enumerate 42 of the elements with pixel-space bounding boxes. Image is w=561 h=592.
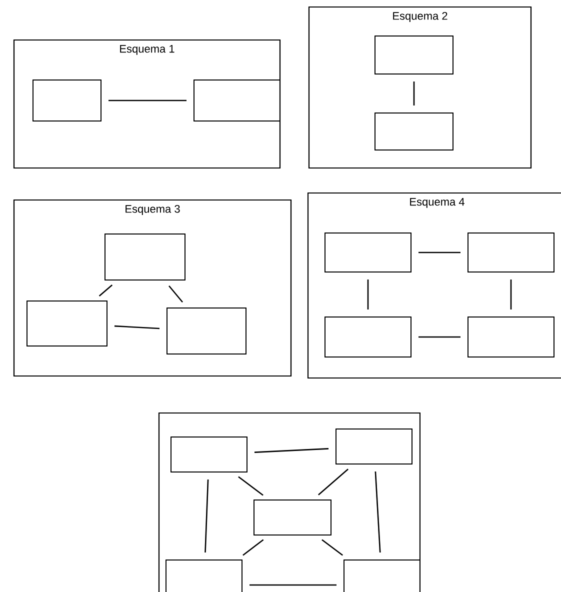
connector-line [418, 252, 460, 254]
connector-line [250, 584, 336, 586]
connector-line [418, 336, 460, 338]
connector-line [322, 539, 344, 556]
empty-box [166, 560, 242, 592]
empty-box [26, 300, 108, 346]
connector-line [254, 448, 329, 453]
connector-line [367, 280, 369, 310]
panel-title: Esquema 2 [393, 12, 448, 22]
connector-line [114, 325, 160, 330]
empty-box [324, 232, 412, 272]
empty-box [32, 80, 102, 122]
empty-box [468, 316, 554, 358]
connector-line [238, 476, 264, 496]
panel-frame [307, 192, 561, 379]
connector-line [318, 468, 348, 496]
empty-box [104, 234, 186, 280]
empty-box [468, 232, 554, 272]
connector-line [374, 471, 381, 553]
connector-line [98, 284, 113, 296]
panel-frame [308, 6, 532, 169]
panel-title: Esquema 1 [120, 45, 174, 55]
panel-frame [13, 39, 281, 169]
empty-box [324, 316, 412, 358]
connector-line [204, 479, 209, 553]
connector-line [510, 280, 512, 310]
panel-title: Esquema 3 [126, 205, 180, 215]
panel-frame [158, 412, 421, 592]
connector-line [168, 285, 183, 303]
empty-box [170, 436, 248, 472]
empty-box [344, 560, 420, 592]
panel-frame [13, 199, 292, 377]
connector-line [413, 82, 415, 106]
empty-box [194, 80, 280, 122]
connector-line [108, 100, 186, 102]
connector-line [242, 539, 264, 556]
panel-title: Esquema 4 [410, 198, 464, 208]
empty-box [254, 500, 332, 536]
empty-box [374, 36, 454, 74]
empty-box [374, 112, 454, 150]
empty-box [336, 428, 412, 464]
empty-box [166, 308, 246, 354]
